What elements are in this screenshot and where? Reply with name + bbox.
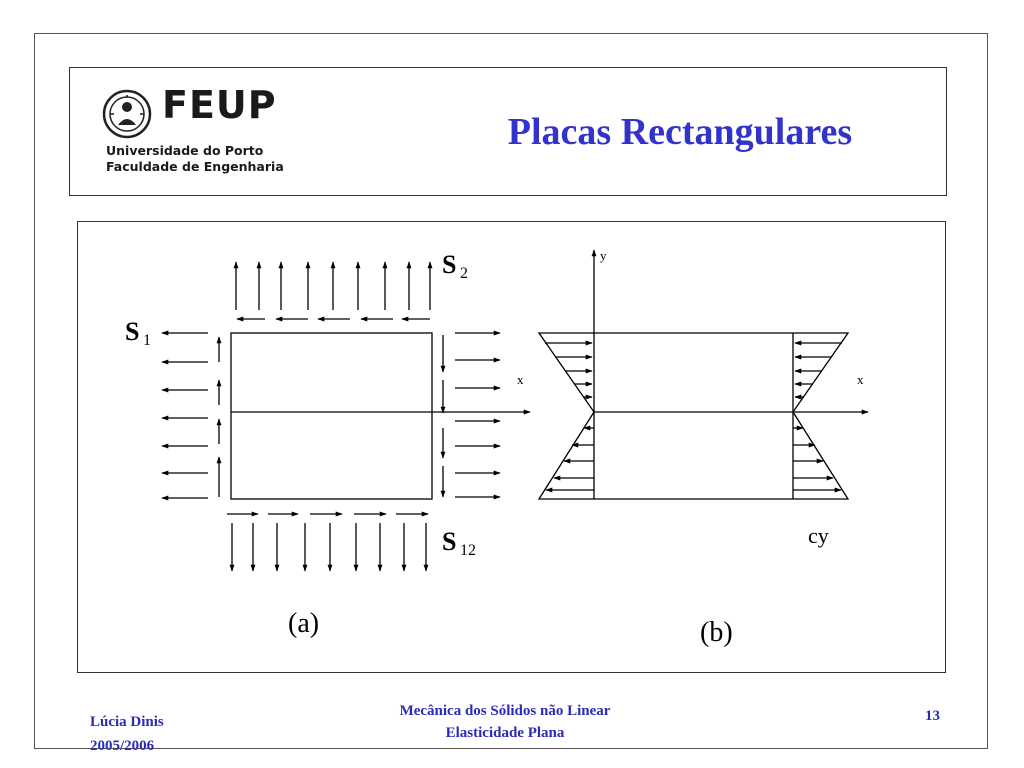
panel-b-x-label-left: x: [517, 372, 524, 387]
logo-faculty: Faculdade de Engenharia: [106, 159, 284, 174]
footer-course: Mecânica dos Sólidos não Linear: [399, 703, 611, 719]
stress-label-s1: S 1: [125, 317, 151, 349]
panel-a-caption: (a): [288, 608, 319, 639]
footer-author-block: Lúcia Dinis 2005/2006: [90, 710, 164, 758]
top-normal-arrows: [233, 261, 433, 310]
right-normal-arrows: [455, 330, 501, 500]
plate-a: [230, 332, 433, 500]
page-number: 13: [925, 708, 940, 724]
footer-course-block: Mecânica dos Sólidos não Linear Elastici…: [330, 700, 680, 744]
left-load-triangles: [537, 332, 595, 500]
left-bending-arrows: [545, 340, 594, 493]
svg-text:12: 12: [460, 542, 476, 559]
stress-label-s2: S 2: [442, 250, 468, 282]
svg-text:S: S: [442, 527, 456, 556]
right-bending-arrows: [793, 340, 842, 493]
svg-text:S: S: [125, 317, 139, 346]
svg-text:1: 1: [143, 332, 151, 349]
panel-a: [161, 261, 531, 572]
footer-year: 2005/2006: [90, 738, 155, 754]
footer-topic: Elasticidade Plana: [445, 725, 565, 741]
footer-author: Lúcia Dinis: [90, 714, 164, 730]
feup-logo: FEUP Universidade do Porto Faculdade de …: [102, 83, 312, 179]
header-box: [69, 67, 947, 196]
right-load-triangles: [792, 332, 850, 500]
stress-label-s12: S 12: [442, 527, 476, 559]
panel-b: [537, 249, 869, 500]
logo-name: FEUP: [162, 83, 277, 127]
university-seal-icon: [102, 89, 152, 139]
panel-b-x-label-right: x: [857, 372, 864, 387]
bottom-normal-arrows: [229, 523, 429, 572]
svg-text:S: S: [442, 250, 456, 279]
svg-text:2: 2: [460, 265, 468, 282]
left-normal-arrows: [161, 330, 208, 501]
figure-box: [77, 221, 946, 673]
logo-university: Universidade do Porto: [106, 143, 264, 158]
slide-title: Placas Rectangulares: [507, 111, 853, 153]
panel-b-load-label: cy: [808, 523, 829, 548]
panel-b-caption: (b): [700, 617, 733, 648]
panel-b-y-label: y: [600, 248, 607, 263]
slide-frame: [34, 33, 988, 749]
